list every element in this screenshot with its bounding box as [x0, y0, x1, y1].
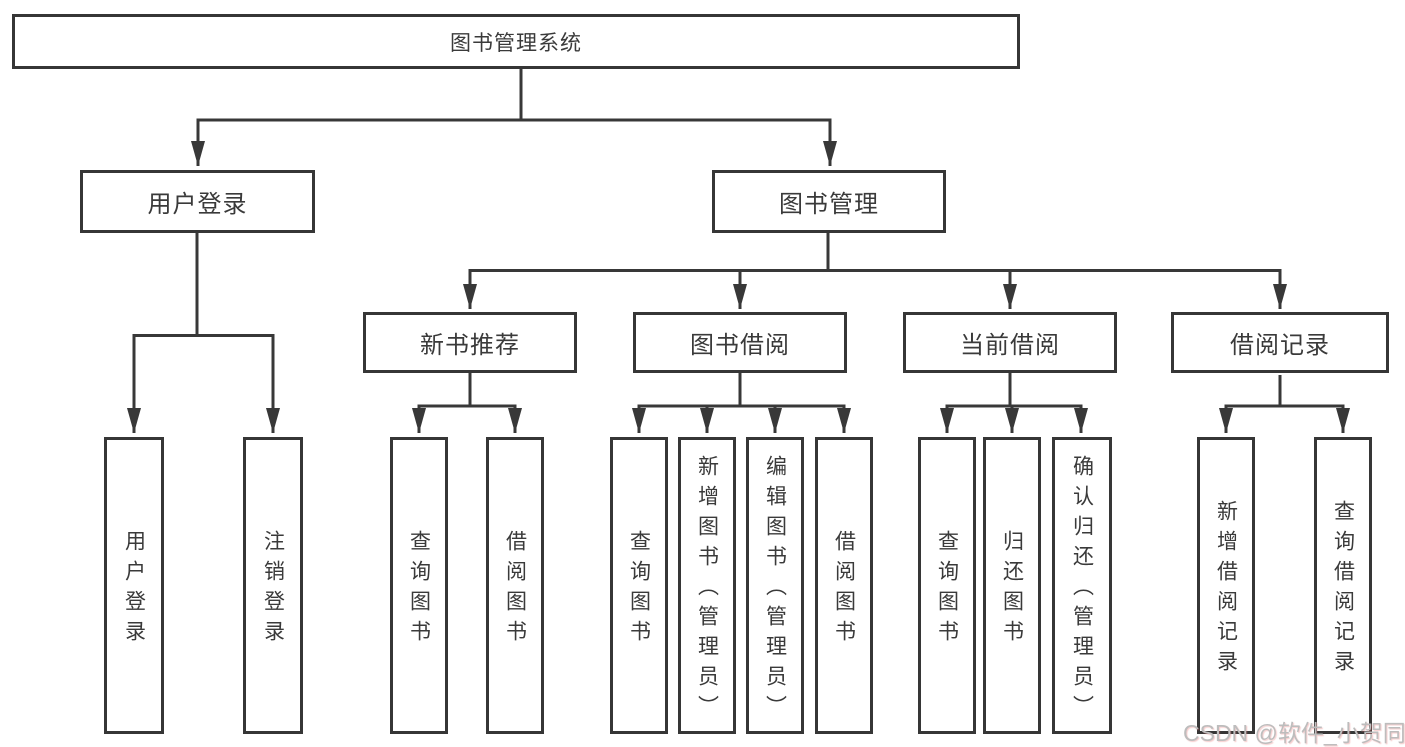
- leaf-query-books-current-label: 查询图书: [935, 530, 959, 650]
- leaf-logout: 注销登录: [243, 437, 303, 734]
- leaf-return-book: 归还图书: [983, 437, 1041, 734]
- leaf-add-book-admin: 新增图书（管理员）: [678, 437, 736, 734]
- leaf-add-borrow-record: 新增借阅记录: [1197, 437, 1255, 734]
- leaf-add-borrow-record-label: 新增借阅记录: [1214, 500, 1238, 680]
- leaf-query-borrow-record: 查询借阅记录: [1314, 437, 1372, 734]
- node-root-system: 图书管理系统: [12, 14, 1020, 69]
- node-book-borrow: 图书借阅: [633, 312, 847, 373]
- node-root-label: 图书管理系统: [450, 31, 582, 55]
- leaf-return-book-label: 归还图书: [1000, 530, 1024, 650]
- leaf-edit-book-admin: 编辑图书（管理员）: [746, 437, 804, 734]
- leaf-query-borrow-record-label: 查询借阅记录: [1331, 500, 1355, 680]
- leaf-add-book-admin-label: 新增图书（管理员）: [695, 455, 719, 725]
- leaf-logout-label: 注销登录: [261, 530, 285, 650]
- node-book-borrow-label: 图书借阅: [690, 332, 790, 359]
- leaf-borrow-books-borrow: 借阅图书: [815, 437, 873, 734]
- leaf-query-books-borrow: 查询图书: [610, 437, 668, 734]
- node-user-login: 用户登录: [80, 170, 315, 233]
- node-current-borrow: 当前借阅: [903, 312, 1117, 373]
- node-book-mgmt-label: 图书管理: [779, 191, 879, 218]
- node-current-borrow-label: 当前借阅: [960, 332, 1060, 359]
- node-book-mgmt: 图书管理: [712, 170, 946, 233]
- node-user-login-label: 用户登录: [147, 191, 248, 218]
- leaf-confirm-return-admin-label: 确认归还（管理员）: [1070, 455, 1094, 725]
- leaf-user-login: 用户登录: [104, 437, 164, 734]
- node-new-book-label: 新书推荐: [420, 332, 520, 359]
- leaf-confirm-return-admin: 确认归还（管理员）: [1052, 437, 1112, 734]
- leaf-query-books-recommend-label: 查询图书: [407, 530, 431, 650]
- leaf-borrow-books-borrow-label: 借阅图书: [832, 530, 856, 650]
- csdn-watermark: CSDN @软件_小贺同学: [1183, 720, 1405, 746]
- leaf-user-login-label: 用户登录: [122, 530, 146, 650]
- node-new-book-recommend: 新书推荐: [363, 312, 577, 373]
- leaf-borrow-books-recommend: 借阅图书: [486, 437, 544, 734]
- leaf-query-books-current: 查询图书: [918, 437, 976, 734]
- leaf-query-books-borrow-label: 查询图书: [627, 530, 651, 650]
- leaf-query-books-recommend: 查询图书: [390, 437, 448, 734]
- node-borrow-record: 借阅记录: [1171, 312, 1389, 373]
- leaf-edit-book-admin-label: 编辑图书（管理员）: [763, 455, 787, 725]
- node-borrow-record-label: 借阅记录: [1230, 332, 1330, 359]
- leaf-borrow-books-recommend-label: 借阅图书: [503, 530, 527, 650]
